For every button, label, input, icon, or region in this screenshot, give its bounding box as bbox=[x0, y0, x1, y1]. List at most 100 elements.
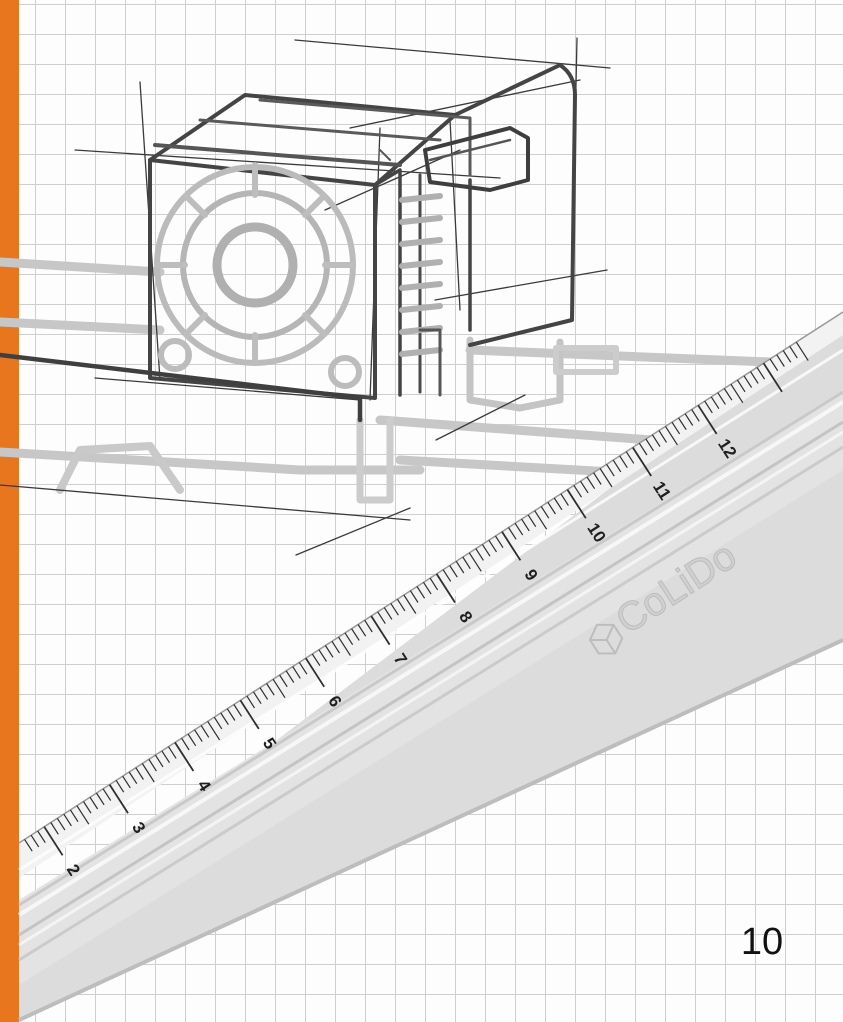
ruler-tick-marks bbox=[24, 341, 809, 856]
ruler-mm-tick bbox=[782, 350, 792, 363]
ruler-mm-tick bbox=[76, 805, 90, 825]
ruler-mm-tick bbox=[187, 733, 197, 747]
ruler-mm-tick bbox=[351, 628, 360, 641]
ruler-mm-tick bbox=[481, 544, 491, 557]
ruler-mm-tick bbox=[331, 640, 341, 654]
ruler-cm-tick bbox=[305, 657, 325, 688]
ruler-mm-tick bbox=[409, 590, 419, 603]
ruler-mm-tick bbox=[527, 514, 537, 528]
ruler-mm-tick bbox=[776, 354, 785, 367]
ruler-mm-tick bbox=[298, 662, 308, 675]
ruler-mm-tick bbox=[377, 611, 386, 624]
ruler-mm-tick bbox=[285, 670, 295, 683]
page-number: 10 bbox=[740, 921, 784, 963]
ruler-mm-tick bbox=[625, 451, 635, 464]
ruler-mm-tick bbox=[534, 510, 548, 530]
ruler-mm-tick bbox=[95, 792, 105, 806]
ruler-mm-tick bbox=[789, 345, 798, 359]
ruler-mm-tick bbox=[606, 463, 615, 477]
ruler-cm-tick bbox=[108, 784, 129, 814]
ruler-mm-tick bbox=[723, 388, 733, 401]
ruler-mm-tick bbox=[364, 619, 373, 633]
ruler-mm-tick bbox=[422, 581, 432, 595]
ruler-mm-tick bbox=[455, 560, 465, 574]
ruler-mm-tick bbox=[50, 822, 59, 835]
ruler-mm-tick bbox=[769, 358, 779, 372]
ruler-mm-tick bbox=[63, 813, 72, 827]
ruler-mm-tick bbox=[664, 426, 678, 446]
ruler-mm-tick bbox=[154, 754, 164, 768]
ruler-mm-tick bbox=[488, 539, 498, 553]
ruler-mm-tick bbox=[181, 737, 190, 751]
ruler-mm-tick bbox=[252, 691, 262, 705]
ruler-mm-tick bbox=[573, 485, 583, 498]
ruler-mm-tick bbox=[612, 459, 622, 473]
ruler-mm-tick bbox=[141, 763, 155, 783]
ruler-mm-tick bbox=[383, 607, 393, 620]
ruler-mm-tick bbox=[246, 695, 256, 709]
ruler-cm-tick bbox=[632, 447, 652, 477]
ruler-mm-tick bbox=[272, 678, 286, 699]
ruler-mm-tick bbox=[560, 493, 569, 506]
ruler-mm-tick bbox=[344, 632, 354, 646]
ruler-mm-tick bbox=[128, 771, 138, 785]
ruler-mm-tick bbox=[416, 586, 426, 599]
ruler-mm-tick bbox=[56, 817, 66, 831]
ruler-mm-tick bbox=[743, 375, 753, 388]
ruler-mm-tick bbox=[638, 442, 648, 456]
ruler-mm-tick bbox=[429, 577, 439, 591]
ruler-mm-tick bbox=[704, 400, 713, 414]
ruler-mm-tick bbox=[148, 758, 157, 772]
ruler-cm-tick bbox=[697, 404, 718, 435]
ruler-cm-tick bbox=[43, 826, 64, 856]
ruler-cm-tick bbox=[566, 489, 587, 519]
ruler-mm-tick bbox=[122, 775, 131, 789]
ruler-mm-tick bbox=[619, 455, 628, 469]
ruler-cm-tick bbox=[174, 742, 195, 772]
ruler-mm-tick bbox=[259, 687, 269, 700]
ruler-mm-tick bbox=[200, 725, 210, 738]
ruler-mm-tick bbox=[69, 809, 79, 823]
ruler-mm-tick bbox=[213, 716, 223, 730]
ruler-mm-tick bbox=[749, 371, 759, 384]
ruler-mm-tick bbox=[390, 603, 399, 616]
ruler-mm-tick bbox=[599, 468, 613, 488]
ruler-mm-tick bbox=[645, 438, 655, 452]
ruler-mm-tick bbox=[24, 839, 33, 852]
ruler-mm-tick bbox=[449, 565, 458, 578]
ruler-mm-tick bbox=[553, 497, 563, 511]
ruler-mm-tick bbox=[651, 434, 661, 447]
ruler-mm-tick bbox=[475, 548, 484, 561]
ruler-mm-tick bbox=[357, 624, 367, 637]
ruler-cm-tick bbox=[370, 615, 391, 646]
ruler-mm-tick bbox=[135, 767, 144, 780]
ruler-cm-tick bbox=[762, 362, 783, 393]
ruler-mm-tick bbox=[468, 552, 482, 572]
ruler-mm-tick bbox=[507, 527, 517, 540]
ruler-mm-tick bbox=[514, 522, 524, 536]
ruler-mm-tick bbox=[292, 666, 301, 679]
ruler-mm-tick bbox=[167, 746, 177, 759]
ruler-mm-tick bbox=[318, 649, 328, 662]
ruler-mm-tick bbox=[337, 636, 351, 656]
ruler-mm-tick bbox=[233, 704, 243, 717]
ruler-mm-tick bbox=[710, 396, 720, 410]
ruler-mm-tick bbox=[194, 729, 203, 742]
ruler-mm-tick bbox=[30, 834, 40, 848]
ruler-mm-tick bbox=[207, 721, 221, 741]
ruler-mm-tick bbox=[462, 556, 471, 570]
ruler-mm-tick bbox=[795, 341, 809, 361]
ruler-cm-tick bbox=[501, 531, 522, 561]
ruler-mm-tick bbox=[547, 501, 556, 515]
ruler-mm-tick bbox=[442, 569, 452, 582]
ruler-mm-tick bbox=[102, 788, 112, 801]
ruler-mm-tick bbox=[403, 594, 417, 614]
ruler-mm-tick bbox=[671, 421, 681, 435]
ruler-mm-tick bbox=[37, 830, 46, 844]
ruler-mm-tick bbox=[279, 674, 288, 688]
ruler-mm-tick bbox=[226, 708, 236, 721]
ruler-mm-tick bbox=[324, 645, 334, 658]
ruler-mm-tick bbox=[115, 780, 125, 793]
